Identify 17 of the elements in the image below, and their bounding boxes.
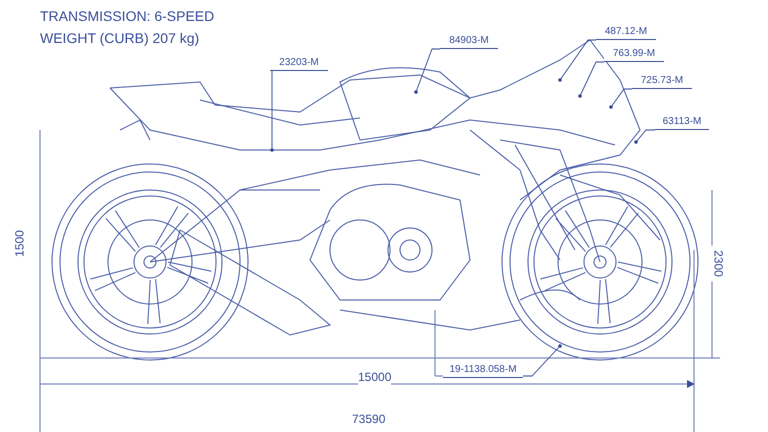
leader-line [609,88,632,109]
leader-line [578,62,604,98]
callout-label: 725.73-M [632,73,692,89]
callout-label: 84903-M [440,33,498,49]
leader-line [270,70,274,152]
leader-line [634,130,656,144]
leader-line [414,48,440,94]
callout-label: 23203-M [270,55,328,71]
dimension-label: 2300 [710,246,726,282]
callout-label: 63113-M [655,114,709,130]
callout-label: 487.12-M [596,24,656,40]
leader-line [558,40,596,82]
leader-line [522,344,562,376]
spec-text: WEIGHT (CURB) 207 kg) [40,30,200,48]
callout-label: 19-1138.058-M [443,362,523,378]
callout-label: 763.99-M [604,46,664,62]
dimension-label: 15000 [358,370,392,385]
